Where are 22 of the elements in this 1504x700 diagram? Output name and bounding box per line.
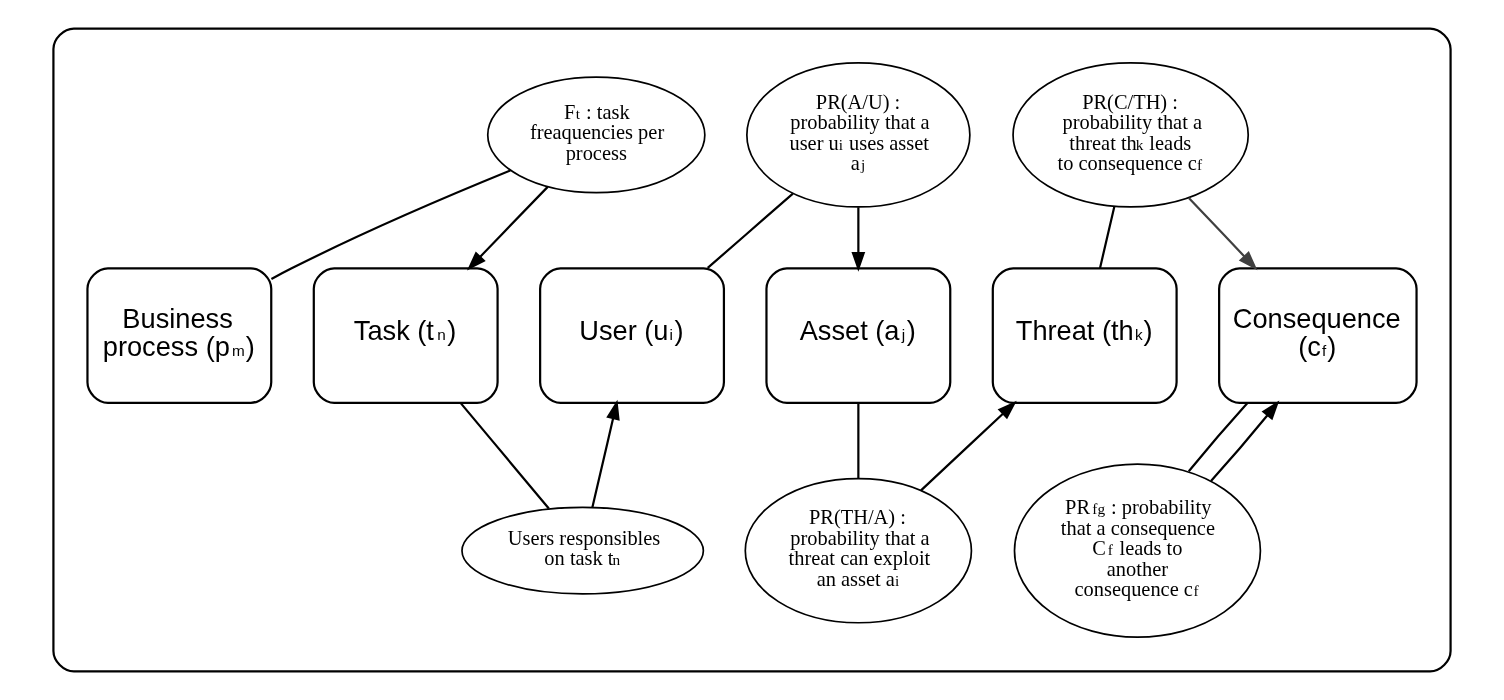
connector <box>707 192 794 269</box>
arrow <box>591 399 620 508</box>
node-ellipse: PR(TH/A) : probability that a threat can exploit an asset ai <box>744 477 973 624</box>
node-ellipse: PR(A/U) : probability that a user ui uses asset aj <box>746 61 971 208</box>
arrow <box>1210 400 1280 482</box>
arrow <box>467 186 549 271</box>
node-ellipse: Users responsibles on task tn <box>461 506 705 595</box>
node-ellipse: PRfg : probability that a consequence Cf leads to another consequence cf <box>1013 463 1262 638</box>
node-box: Asset (aj) <box>765 267 952 404</box>
connector <box>1098 206 1116 269</box>
node-ellipse: PR(C/TH) : probability that a threat thk leads to consequence cf <box>1012 61 1250 208</box>
connector <box>1187 402 1249 473</box>
node-box: User (ui) <box>539 267 726 404</box>
node-box: Consequence (cf) <box>1218 267 1418 404</box>
connector <box>270 169 511 280</box>
arrow <box>851 207 866 272</box>
arrow <box>920 400 1017 492</box>
connector <box>459 402 550 510</box>
arrow <box>1188 197 1258 271</box>
node-ellipse: Ft : task freaquencies per process <box>486 76 706 194</box>
connector <box>857 403 860 479</box>
cluster <box>52 27 1452 673</box>
